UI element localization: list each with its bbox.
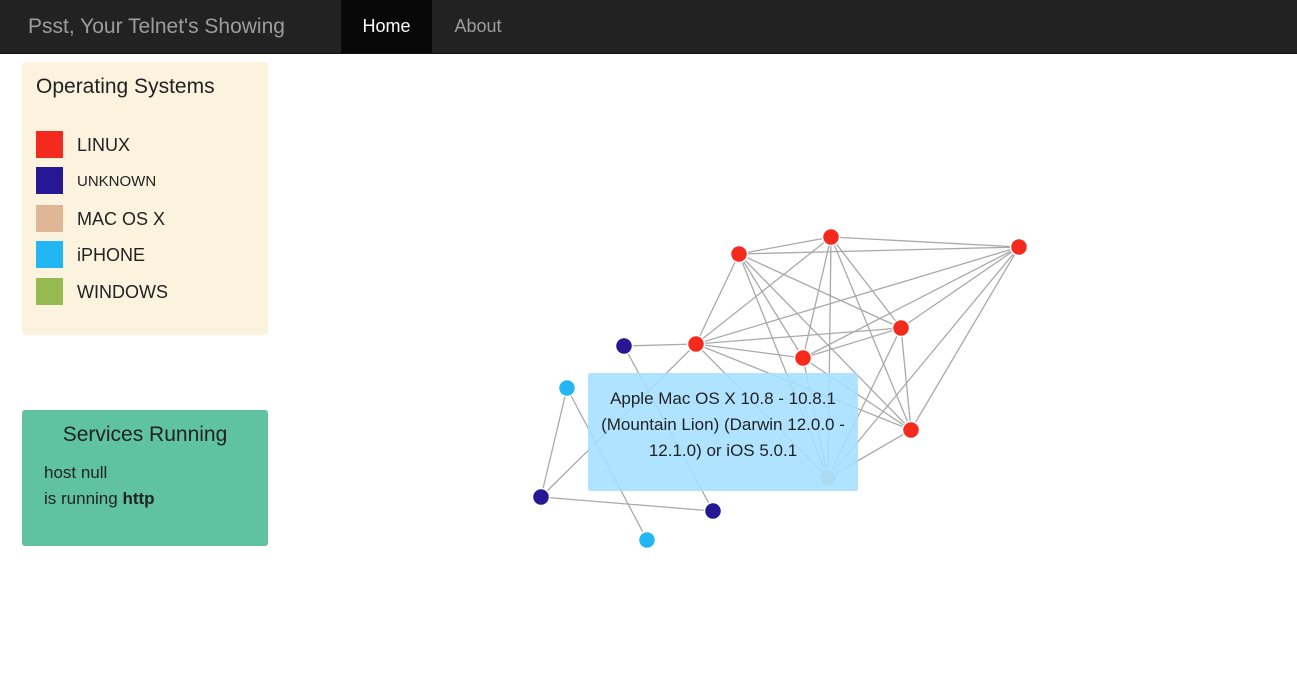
graph-edge [900, 327, 912, 431]
graph-edge [802, 246, 1020, 359]
graph-edge [695, 343, 804, 359]
legend-label: iPHONE [77, 245, 146, 265]
graph-node-unknown[interactable] [531, 487, 551, 507]
graph-node-linux[interactable] [686, 334, 706, 354]
graph-edge [827, 246, 1020, 479]
graph-node-unknown[interactable] [703, 501, 723, 521]
services-title: Services Running [62, 423, 228, 446]
graph-edge [540, 387, 568, 498]
graph-edge [738, 253, 912, 431]
graph-edge [900, 246, 1020, 329]
graph-node-linux[interactable] [891, 318, 911, 338]
graph-node-linux[interactable] [793, 348, 813, 368]
graph-node-iphone[interactable] [557, 378, 577, 398]
linux-color-swatch [36, 131, 63, 158]
graph-edge [738, 236, 832, 255]
services-running-line: is running http [44, 489, 155, 509]
legend-label: MAC OS X [77, 209, 166, 229]
graph-edge [695, 246, 1020, 345]
graph-edge [695, 236, 832, 345]
graph-edge [802, 327, 902, 359]
iphone-color-swatch [36, 241, 63, 268]
legend-label: WINDOWS [77, 282, 168, 302]
graph-node-linux[interactable] [1009, 237, 1029, 257]
macosx-color-swatch [36, 205, 63, 232]
graph-edge [802, 236, 832, 359]
legend-label: UNKNOWN [77, 173, 157, 190]
graph-node-iphone[interactable] [637, 530, 657, 550]
graph-edge [738, 246, 1020, 255]
graph-edge [623, 343, 697, 347]
graph-edge [540, 496, 714, 512]
graph-edge [910, 246, 1020, 431]
os-legend-panel: Operating Systems LINUX UNKNOWN MAC OS X… [22, 62, 268, 335]
navbar: Psst, Your Telnet's Showing Home About [0, 0, 1297, 54]
graph-node-unknown[interactable] [614, 336, 634, 356]
graph-edge [738, 253, 902, 329]
nav-about-link[interactable]: About [454, 16, 502, 36]
unknown-color-swatch [36, 167, 63, 194]
nav-home-link[interactable]: Home [341, 0, 432, 53]
graph-edge [830, 236, 912, 431]
services-running-panel: Services Running host null is running ht… [22, 410, 268, 546]
graph-node-linux[interactable] [901, 420, 921, 440]
legend-title: Operating Systems [36, 75, 215, 98]
graph-edge [830, 236, 1020, 248]
running-prefix: is running [44, 489, 118, 508]
legend-label: LINUX [77, 135, 131, 155]
windows-color-swatch [36, 278, 63, 305]
service-name: http [122, 489, 155, 508]
node-tooltip: Apple Mac OS X 10.8 - 10.8.1 (Mountain L… [588, 373, 858, 491]
graph-node-linux[interactable] [729, 244, 749, 264]
graph-edge [738, 253, 804, 359]
brand-title[interactable]: Psst, Your Telnet's Showing [28, 15, 285, 38]
graph-edge [695, 253, 740, 345]
graph-edge [830, 236, 902, 329]
services-host-line: host null [44, 463, 108, 482]
graph-edge [695, 327, 902, 345]
graph-node-linux[interactable] [821, 227, 841, 247]
